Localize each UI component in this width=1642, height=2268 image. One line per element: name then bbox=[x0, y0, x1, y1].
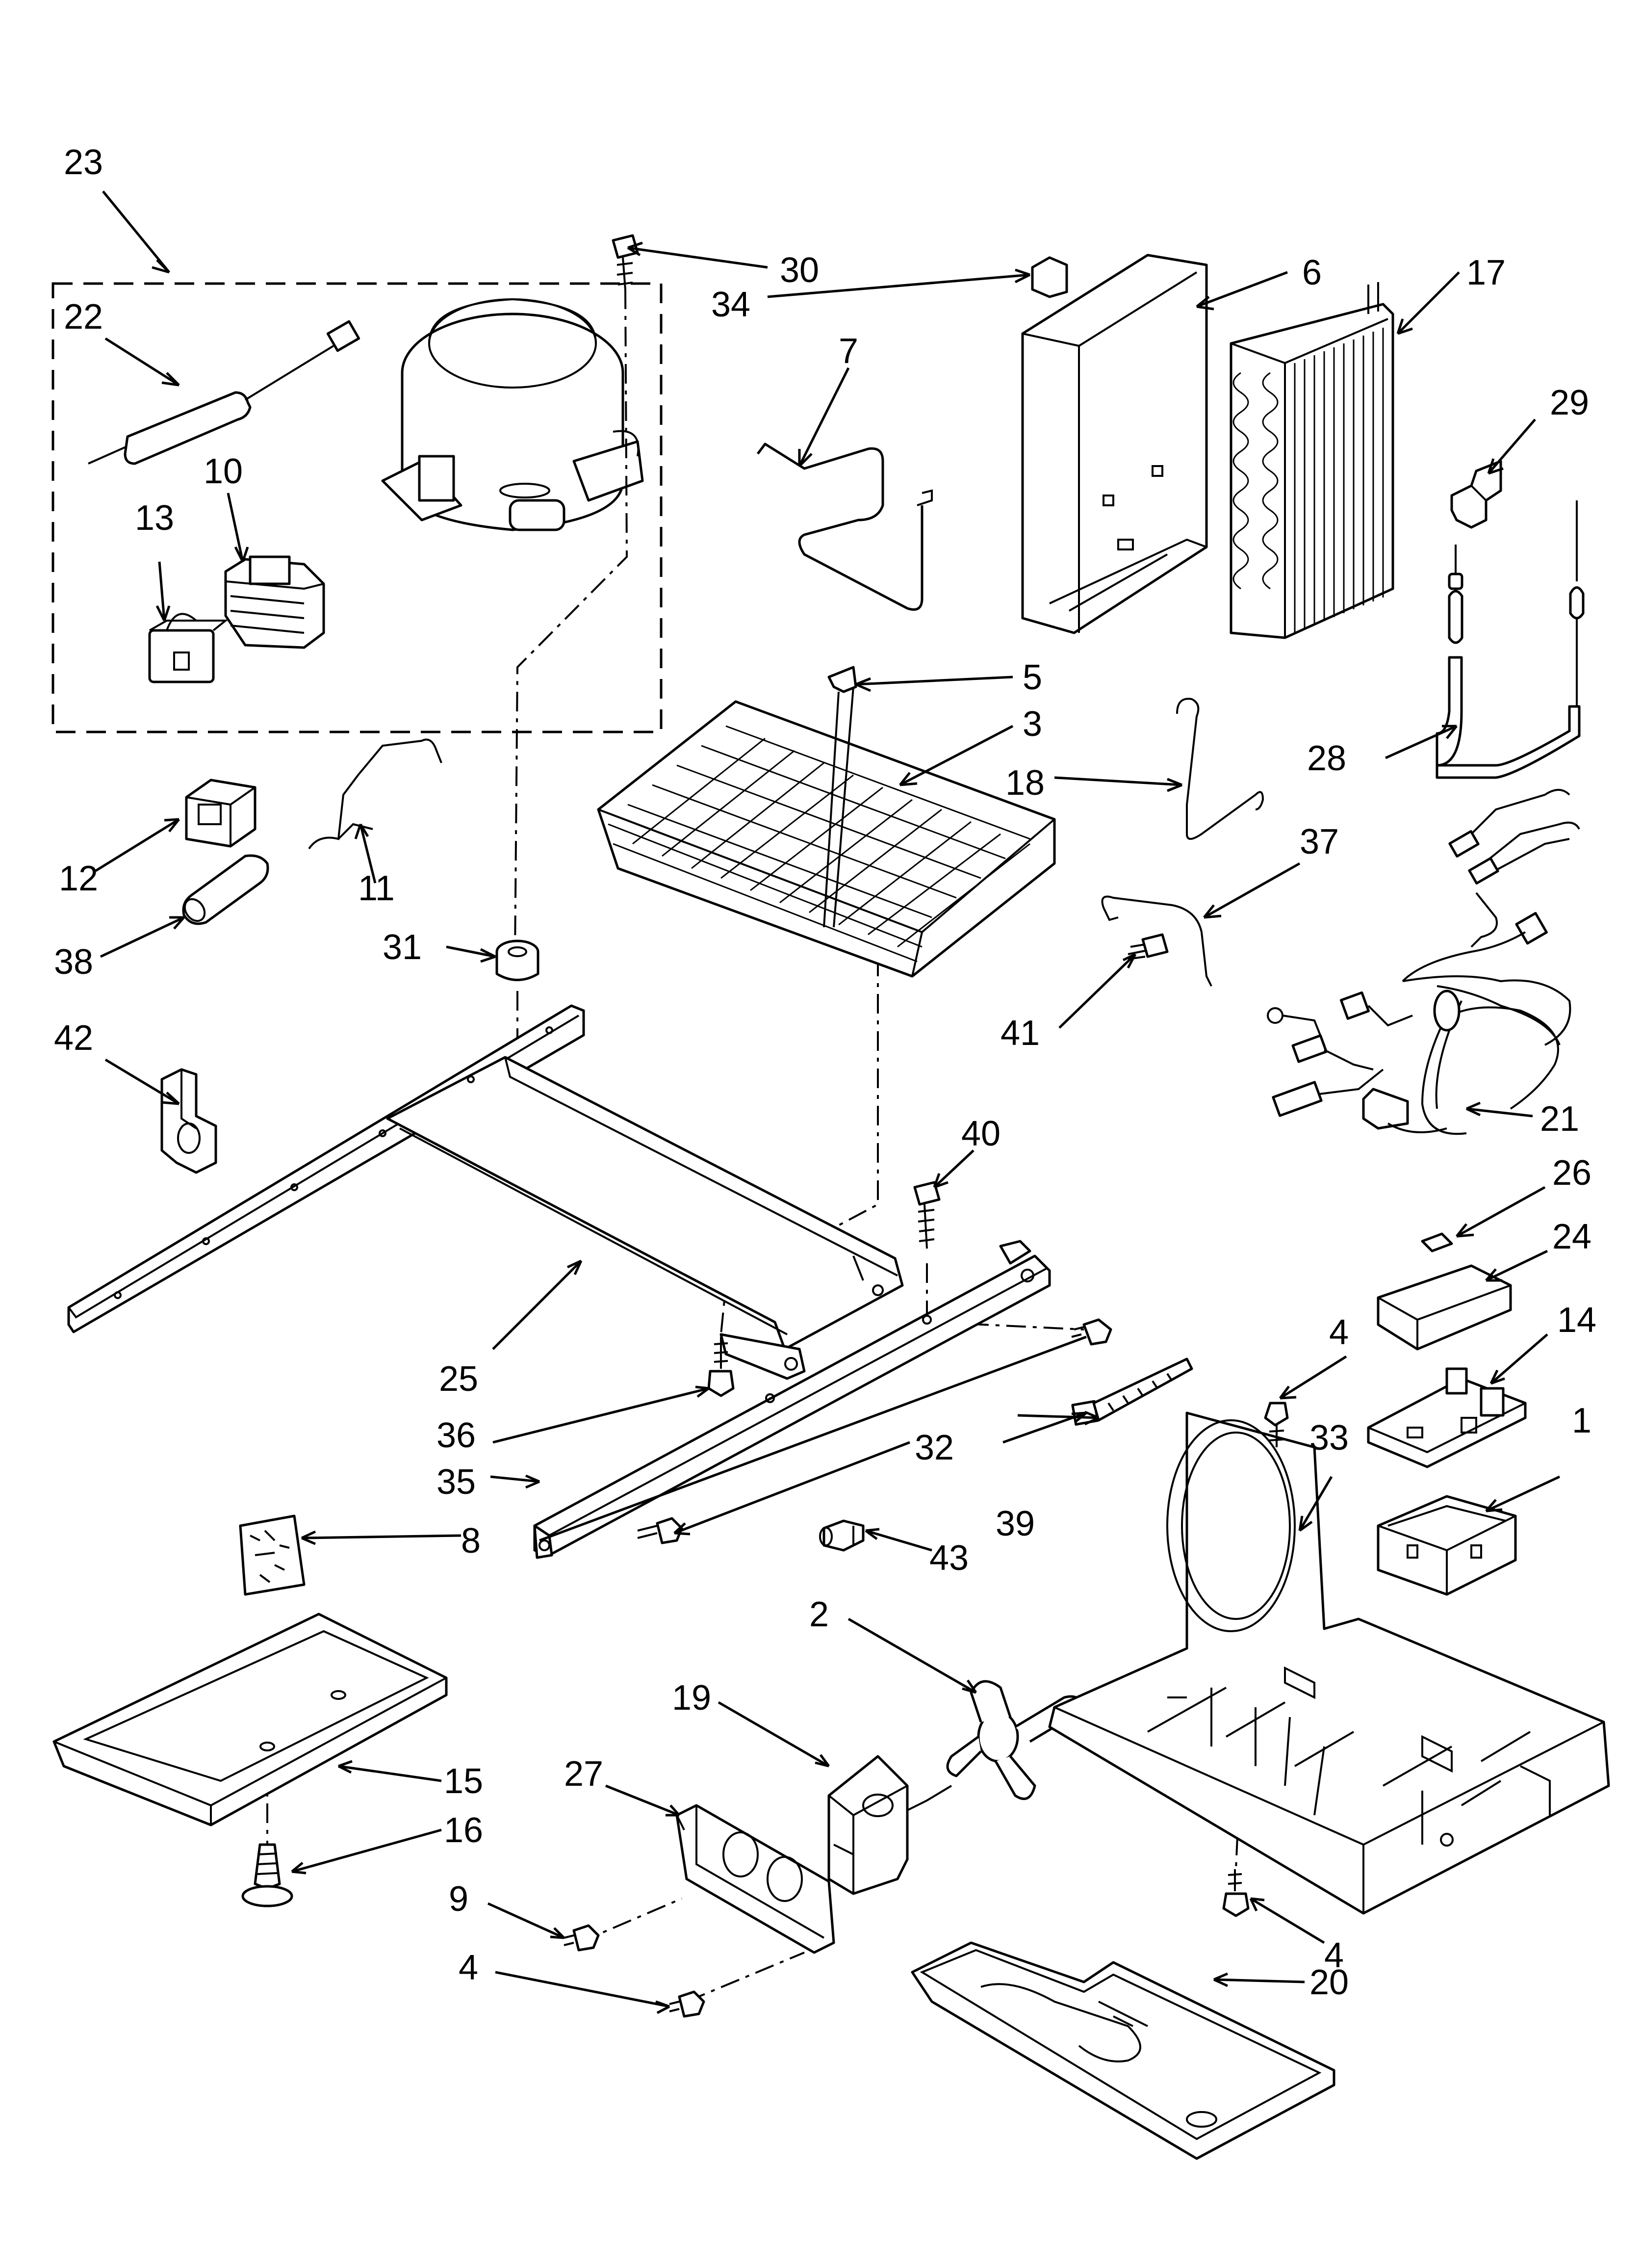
label-16[interactable]: 16 bbox=[444, 1811, 483, 1850]
label-38[interactable]: 38 bbox=[54, 942, 93, 982]
clip-29-part[interactable] bbox=[1450, 460, 1502, 529]
fuse-43-part[interactable] bbox=[819, 1519, 865, 1552]
fan-motor-19-part[interactable] bbox=[827, 1755, 952, 1895]
label-39[interactable]: 39 bbox=[996, 1504, 1035, 1543]
label-36[interactable]: 36 bbox=[436, 1416, 476, 1455]
base-frame-part[interactable] bbox=[67, 1004, 904, 1380]
wire-clip-11-part[interactable] bbox=[308, 738, 442, 850]
overload-part[interactable] bbox=[148, 613, 229, 683]
callout-labels: 23 22 10 13 30 34 7 6 17 29 5 3 18 28 12… bbox=[54, 143, 1596, 2002]
label-2[interactable]: 2 bbox=[809, 1595, 829, 1634]
motor-bracket-27-part[interactable] bbox=[675, 1804, 835, 1954]
label-11[interactable]: 11 bbox=[358, 869, 395, 908]
label-20[interactable]: 20 bbox=[1309, 1963, 1349, 2002]
label-43[interactable]: 43 bbox=[929, 1538, 969, 1578]
leader-lines bbox=[95, 190, 1561, 2014]
screw-4a-part[interactable] bbox=[1264, 1402, 1289, 1447]
machine-compartment-base-part[interactable] bbox=[1048, 1411, 1610, 1915]
label-28[interactable]: 28 bbox=[1307, 739, 1346, 778]
drier-tube-part[interactable] bbox=[1436, 500, 1585, 779]
assembly-line-30 bbox=[514, 289, 628, 957]
clip-34-part[interactable] bbox=[1031, 256, 1068, 298]
suction-tube-part[interactable] bbox=[757, 443, 933, 611]
wire-clip-18-part[interactable] bbox=[1176, 698, 1264, 840]
label-27[interactable]: 27 bbox=[564, 1754, 603, 1794]
label-19[interactable]: 19 bbox=[672, 1678, 711, 1718]
label-12[interactable]: 12 bbox=[59, 859, 98, 898]
filter-pad-8-part[interactable] bbox=[239, 1514, 306, 1596]
label-13[interactable]: 13 bbox=[135, 498, 174, 538]
label-32[interactable]: 32 bbox=[915, 1428, 954, 1467]
label-30[interactable]: 30 bbox=[780, 251, 819, 290]
label-6[interactable]: 6 bbox=[1302, 253, 1322, 292]
label-23[interactable]: 23 bbox=[64, 143, 103, 182]
label-21[interactable]: 21 bbox=[1540, 1099, 1579, 1139]
evaporator-cover-part[interactable] bbox=[1021, 254, 1208, 634]
label-15[interactable]: 15 bbox=[444, 1762, 483, 1801]
label-31[interactable]: 31 bbox=[383, 928, 422, 967]
screw-4c-part[interactable] bbox=[669, 1990, 705, 2018]
drain-pan-part[interactable] bbox=[911, 1941, 1335, 2160]
label-24[interactable]: 24 bbox=[1552, 1217, 1591, 1256]
label-29[interactable]: 29 bbox=[1550, 383, 1589, 422]
clip-5-part[interactable] bbox=[827, 666, 857, 693]
evaporator-part[interactable] bbox=[1230, 282, 1394, 639]
label-4a[interactable]: 4 bbox=[1329, 1313, 1349, 1352]
relay-part[interactable] bbox=[224, 555, 325, 649]
label-42[interactable]: 42 bbox=[54, 1018, 93, 1058]
grommet-31-part[interactable] bbox=[495, 939, 539, 981]
control-box-1-part[interactable] bbox=[1377, 1495, 1517, 1596]
label-4c[interactable]: 4 bbox=[459, 1948, 478, 1987]
label-17[interactable]: 17 bbox=[1466, 253, 1506, 292]
panel-15-part[interactable] bbox=[52, 1613, 448, 1826]
push-pin-16-part[interactable] bbox=[241, 1843, 293, 1907]
label-8[interactable]: 8 bbox=[461, 1521, 481, 1561]
label-26[interactable]: 26 bbox=[1552, 1153, 1591, 1193]
compressor-kit-boundary bbox=[51, 282, 663, 733]
label-25[interactable]: 25 bbox=[439, 1359, 478, 1399]
relay-12-part[interactable] bbox=[185, 779, 257, 848]
label-18[interactable]: 18 bbox=[1005, 763, 1045, 803]
tube-38-part[interactable] bbox=[180, 854, 269, 925]
label-41[interactable]: 41 bbox=[1001, 1014, 1040, 1053]
assembly-line-4c bbox=[686, 1952, 805, 2003]
label-22[interactable]: 22 bbox=[64, 297, 103, 337]
compressor-part[interactable] bbox=[381, 298, 644, 531]
label-10[interactable]: 10 bbox=[204, 452, 243, 491]
screw-40-part[interactable] bbox=[913, 1181, 941, 1249]
label-14[interactable]: 14 bbox=[1557, 1301, 1596, 1340]
label-5[interactable]: 5 bbox=[1023, 658, 1042, 697]
screw-4b-part[interactable] bbox=[1222, 1869, 1250, 1917]
rail-35-part[interactable] bbox=[533, 1240, 1051, 1559]
label-3[interactable]: 3 bbox=[1023, 704, 1042, 744]
clip-26-part[interactable] bbox=[1421, 1232, 1453, 1252]
wiring-harness-part[interactable] bbox=[1267, 789, 1580, 1135]
bracket-42-part[interactable] bbox=[160, 1068, 217, 1174]
label-40[interactable]: 40 bbox=[961, 1114, 1001, 1153]
control-board-14-part[interactable] bbox=[1367, 1367, 1527, 1468]
control-cover-24-part[interactable] bbox=[1377, 1264, 1512, 1351]
screw-32b-part[interactable] bbox=[637, 1517, 683, 1544]
assembly-line-center bbox=[720, 957, 879, 1335]
label-35[interactable]: 35 bbox=[436, 1462, 476, 1502]
assembly-line-32 bbox=[931, 1321, 1084, 1330]
label-34[interactable]: 34 bbox=[711, 285, 750, 324]
fan-blade-2-part[interactable] bbox=[946, 1680, 1081, 1800]
condenser-coil-part[interactable] bbox=[597, 686, 1056, 978]
screw-30-part[interactable] bbox=[612, 234, 639, 290]
screw-9-part[interactable] bbox=[564, 1924, 600, 1952]
label-7[interactable]: 7 bbox=[839, 332, 858, 371]
bracket-37-part[interactable] bbox=[1101, 895, 1212, 987]
label-9[interactable]: 9 bbox=[449, 1879, 468, 1919]
screw-36-part[interactable] bbox=[707, 1337, 735, 1397]
label-1[interactable]: 1 bbox=[1572, 1401, 1591, 1440]
label-37[interactable]: 37 bbox=[1300, 822, 1339, 861]
capillary-tube-part[interactable] bbox=[88, 320, 360, 465]
screw-32a-part[interactable] bbox=[1071, 1318, 1112, 1346]
label-4b[interactable]: 4 bbox=[1324, 1936, 1344, 1975]
label-33[interactable]: 33 bbox=[1309, 1418, 1349, 1458]
